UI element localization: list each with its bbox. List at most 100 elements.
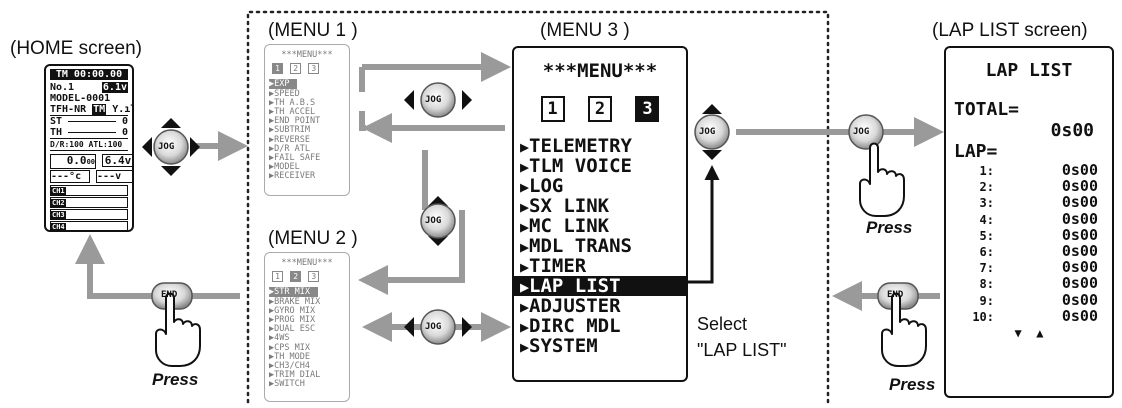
triangle-right-icon: ▶: [269, 342, 275, 353]
menu3-item-label: LAP LIST: [529, 275, 621, 297]
menu1-item[interactable]: ▶SUBTRIM: [265, 126, 349, 135]
arrow-jog-menu1-loop-bottom: [359, 111, 366, 131]
lap-number: 7:: [979, 261, 994, 276]
menu2-item[interactable]: ▶SWITCH: [265, 380, 349, 389]
menu1-item[interactable]: ▶TH ACCEL: [265, 107, 349, 117]
home-channel-bars: CH1 CH2 CH3 CH4: [50, 185, 128, 230]
laplist-lap-label: LAP=: [954, 141, 998, 162]
lap-row: 2:0s00: [954, 178, 1104, 194]
menu2-item-label: TH MODE: [274, 351, 310, 362]
menu3-page-2[interactable]: 2: [588, 96, 612, 122]
menu3-item-list: ▶TELEMETRY▶TLM VOICE▶LOG▶SX LINK▶MC LINK…: [514, 136, 686, 356]
menu1-item-label: SPEED: [274, 88, 300, 99]
antenna-icon: Y.ıl: [112, 104, 134, 115]
st-trim-bar: [68, 120, 117, 122]
home-speed-row: 0.000 6.4v: [50, 154, 132, 169]
menu1-item[interactable]: ▶REVERSE: [265, 135, 349, 145]
menu2-item[interactable]: ▶PROG MIX: [265, 314, 349, 325]
menu3-page-1[interactable]: 1: [540, 96, 565, 122]
menu1-item[interactable]: ▶SPEED: [265, 88, 349, 99]
home-speed-unit: 00: [86, 158, 95, 166]
menu2-page-3[interactable]: 3: [308, 271, 320, 283]
lap-value: 0s00: [1061, 225, 1098, 244]
menu2-page-1[interactable]: 1: [272, 271, 283, 283]
menu1-item[interactable]: ▶RECEIVER: [265, 172, 349, 181]
menu3-item[interactable]: ▶LAP LIST: [514, 275, 686, 297]
menu1-item[interactable]: ▶FAIL SAFE: [265, 153, 349, 163]
menu2-item[interactable]: ▶TRIM DIAL: [265, 370, 349, 381]
menu1-item-label: MODEL: [274, 162, 300, 173]
select-note-line1: Select: [697, 314, 748, 334]
jog-label-menu1[interactable]: JOG: [425, 95, 442, 105]
home-model-no: No.1: [50, 82, 75, 93]
menu2-item[interactable]: ▶CH3/CH4: [265, 361, 349, 371]
menu1-item-list: ▶EXP▶SPEED▶TH A.B.S▶TH ACCEL▶END POINT▶S…: [265, 79, 349, 181]
triangle-right-icon: ▶: [520, 238, 530, 256]
menu3-item-label: SYSTEM: [529, 335, 598, 357]
arrow-menu1-to-menu2: [358, 210, 465, 295]
menu3-screen: ***MENU*** 1 2 3 ▶TELEMETRY▶TLM VOICE▶LO…: [512, 46, 688, 382]
end-label-home[interactable]: END: [161, 290, 178, 300]
menu1-item-label: RECEIVER: [274, 171, 316, 182]
press-label-jog: Press: [866, 218, 913, 237]
end-label-laplist[interactable]: END: [887, 290, 904, 300]
menu3-item[interactable]: ▶LOG: [514, 176, 686, 196]
lap-number: 10:: [972, 309, 994, 324]
menu1-pages: 1 2 3: [265, 63, 349, 75]
menu1-page-3[interactable]: 3: [308, 63, 320, 75]
triangle-right-icon: ▶: [269, 333, 275, 344]
triangle-right-icon: ▶: [269, 296, 275, 307]
jog-label-menu2[interactable]: JOG: [425, 322, 442, 332]
triangle-right-icon: ▶: [269, 314, 275, 325]
menu2-item[interactable]: ▶4WS: [265, 334, 349, 343]
menu1-page-1[interactable]: 1: [272, 63, 283, 75]
menu1-item[interactable]: ▶MODEL: [265, 162, 349, 173]
menu3-item[interactable]: ▶SYSTEM: [514, 336, 686, 356]
menu3-item[interactable]: ▶TLM VOICE: [514, 156, 686, 176]
menu3-item[interactable]: ▶TIMER: [514, 256, 686, 276]
triangle-right-icon: ▶: [520, 278, 530, 296]
menu3-item[interactable]: ▶MC LINK: [514, 216, 686, 236]
menu3-item-label: TELEMETRY: [529, 135, 632, 157]
scroll-up-icon[interactable]: ▲: [1036, 325, 1044, 340]
jog-label-menu3[interactable]: JOG: [699, 127, 716, 137]
jog-label-press[interactable]: JOG: [853, 127, 870, 137]
menu2-item[interactable]: ▶CPS MIX: [265, 342, 349, 353]
menu2-item[interactable]: ▶GYRO MIX: [265, 305, 349, 316]
menu1-item[interactable]: ▶END POINT: [265, 117, 349, 126]
menu3-item[interactable]: ▶TELEMETRY: [514, 136, 686, 156]
triangle-right-icon: ▶: [269, 370, 275, 381]
menu2-page-2[interactable]: 2: [290, 271, 302, 283]
caption-laplist: (LAP LIST screen): [932, 20, 1088, 41]
jog-label-menu1-2[interactable]: JOG: [425, 216, 442, 226]
menu1-page-2[interactable]: 2: [290, 63, 302, 75]
menu2-item[interactable]: ▶STR MIX: [265, 287, 349, 298]
jog-ud-menu1-2: [428, 196, 448, 246]
menu2-item-label: GYRO MIX: [274, 305, 316, 316]
menu1-item[interactable]: ▶EXP: [265, 79, 349, 90]
lap-row: 9:0s00: [954, 292, 1104, 308]
laplist-title: LAP LIST: [985, 60, 1073, 81]
menu2-item-label: DUAL ESC: [274, 324, 316, 335]
menu1-item[interactable]: ▶D/R ATL: [265, 144, 349, 154]
menu3-item-label: LOG: [529, 175, 564, 197]
lap-value: 0s00: [1061, 193, 1098, 212]
menu2-item[interactable]: ▶BRAKE MIX: [265, 296, 349, 307]
menu3-page-3[interactable]: 3: [635, 96, 660, 122]
menu2-item[interactable]: ▶TH MODE: [265, 351, 349, 362]
triangle-right-icon: ▶: [520, 198, 530, 216]
menu3-item[interactable]: ▶ADJUSTER: [514, 296, 686, 316]
menu3-item[interactable]: ▶SX LINK: [514, 196, 686, 216]
menu1-item[interactable]: ▶TH A.B.S: [265, 98, 349, 108]
menu3-item[interactable]: ▶MDL TRANS: [514, 236, 686, 256]
menu3-item[interactable]: ▶DIRC MDL: [514, 316, 686, 336]
lap-row: 10:0s00: [954, 308, 1104, 324]
jog-label-home[interactable]: JOG: [158, 142, 175, 152]
home-ch3: CH3: [50, 209, 128, 220]
menu2-item[interactable]: ▶DUAL ESC: [265, 325, 349, 334]
home-voltage: 6.1v: [101, 82, 128, 93]
scroll-down-icon[interactable]: ▼: [1014, 325, 1022, 340]
triangle-right-icon: ▶: [269, 351, 275, 362]
home-tm-badge: TM: [92, 104, 107, 115]
